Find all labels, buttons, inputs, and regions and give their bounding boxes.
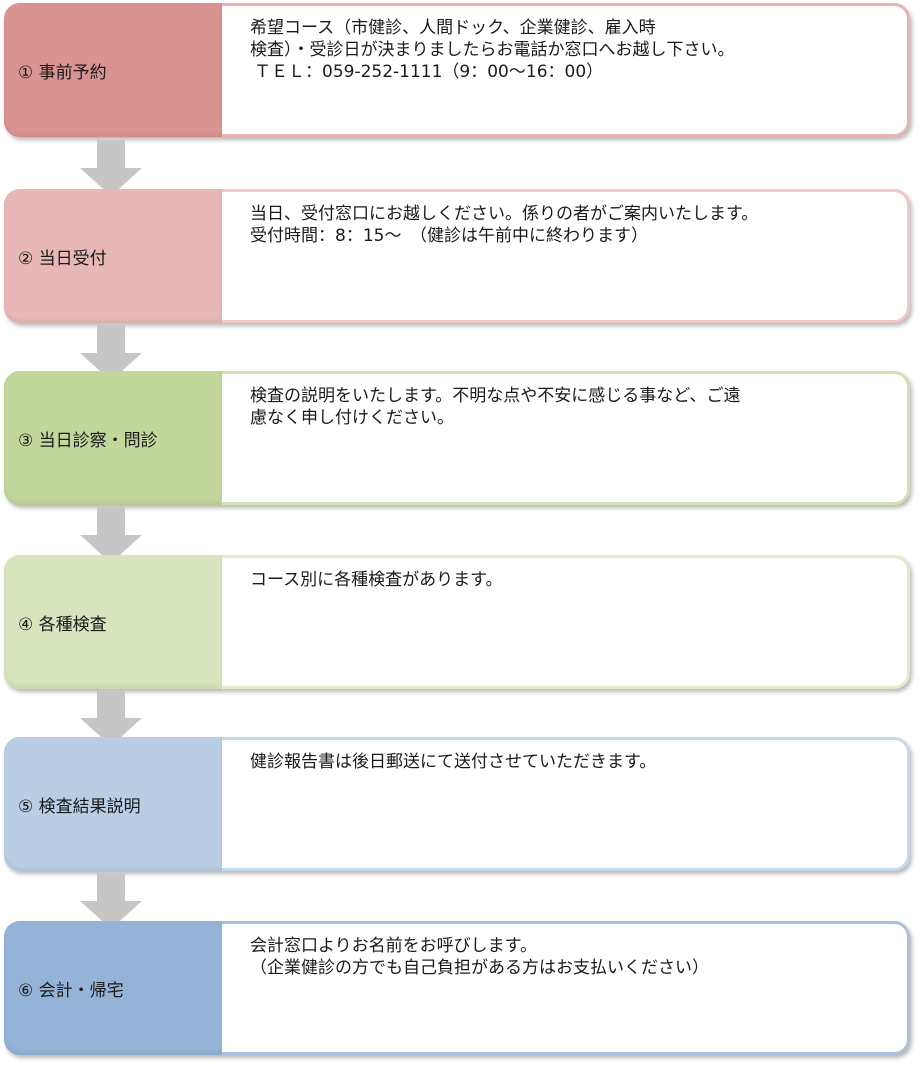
step-4-label: ④ 各種検査 <box>4 555 222 689</box>
step-5-line-1: 健診報告書は後日郵送にて送付させていただきます。 <box>250 752 657 772</box>
step-1-line-3: ＴＥＬ：059-252-1111（9：00〜16：00） <box>254 62 604 82</box>
step-3-label: ③ 当日診察・問診 <box>4 371 222 505</box>
step-6-label: ⑥ 会計・帰宅 <box>4 921 222 1055</box>
step-2-label: ② 当日受付 <box>4 189 222 323</box>
step-6-line-2: （企業健診の方でも自己負担がある方はお支払いください） <box>250 958 709 978</box>
down-arrow-3 <box>80 507 142 563</box>
step-3-line-2: 慮なく申し付けください。 <box>250 408 454 428</box>
step-6-description: 会計窓口よりお名前をお呼びします。 （企業健診の方でも自己負担がある方はお支払い… <box>250 935 892 979</box>
step-2-line-1: 当日、受付窓口にお越しください。係りの者がご案内いたします。 <box>250 204 759 224</box>
step-6-line-1: 会計窓口よりお名前をお呼びします。 <box>250 936 537 956</box>
step-6: ⑥ 会計・帰宅 会計窓口よりお名前をお呼びします。 （企業健診の方でも自己負担が… <box>4 921 910 1055</box>
step-2-line-2: 受付時間：8：15〜 （健診は午前中に終わります） <box>250 226 648 246</box>
down-arrow-5 <box>80 873 142 929</box>
step-3: ③ 当日診察・問診 検査の説明をいたします。不明な点や不安に感じる事など、ご遠 … <box>4 371 910 505</box>
step-1-line-2: 検査）・受診日が決まりましたらお電話か窓口へお越し下さい。 <box>250 40 735 60</box>
down-arrow-1 <box>80 140 142 196</box>
step-4-description: コース別に各種検査があります。 <box>250 569 892 591</box>
step-3-description: 検査の説明をいたします。不明な点や不安に感じる事など、ご遠 慮なく申し付けくださ… <box>250 385 892 429</box>
step-1-description: 希望コース（市健診、人間ドック、企業健診、雇入時 検査）・受診日が決まりましたら… <box>250 17 892 83</box>
step-1-line-1: 希望コース（市健診、人間ドック、企業健診、雇入時 <box>250 18 656 38</box>
down-arrow-2 <box>80 325 142 381</box>
step-1-label: ① 事前予約 <box>4 3 222 137</box>
step-5-label: ⑤ 検査結果説明 <box>4 737 222 871</box>
step-2: ② 当日受付 当日、受付窓口にお越しください。係りの者がご案内いたします。 受付… <box>4 189 910 323</box>
step-2-description: 当日、受付窓口にお越しください。係りの者がご案内いたします。 受付時間：8：15… <box>250 203 892 247</box>
step-5-description: 健診報告書は後日郵送にて送付させていただきます。 <box>250 751 892 773</box>
step-1: ① 事前予約 希望コース（市健診、人間ドック、企業健診、雇入時 検査）・受診日が… <box>4 3 910 137</box>
step-5: ⑤ 検査結果説明 健診報告書は後日郵送にて送付させていただきます。 <box>4 737 910 871</box>
step-4-line-1: コース別に各種検査があります。 <box>250 570 503 590</box>
step-3-line-1: 検査の説明をいたします。不明な点や不安に感じる事など、ご遠 <box>250 386 741 406</box>
step-4: ④ 各種検査 コース別に各種検査があります。 <box>4 555 910 689</box>
down-arrow-4 <box>80 690 142 746</box>
